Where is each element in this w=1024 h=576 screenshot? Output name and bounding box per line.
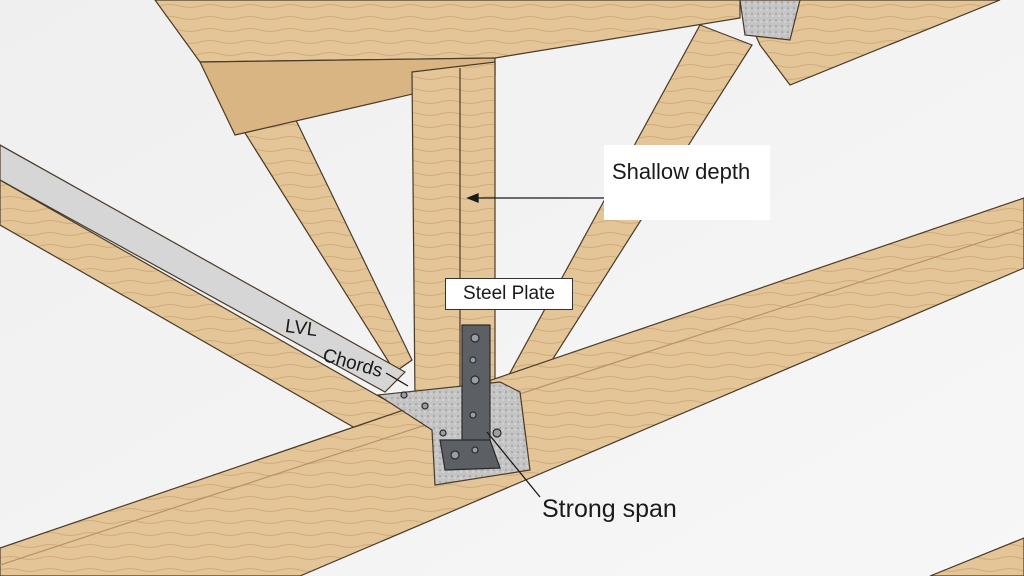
lower-right-chord bbox=[929, 537, 1024, 576]
chords-leader bbox=[385, 372, 409, 387]
arrowhead-icon bbox=[466, 193, 479, 203]
top-chord bbox=[154, 0, 741, 63]
strong-span-leader bbox=[486, 431, 541, 498]
lvl-chord-top bbox=[0, 144, 406, 393]
strong-span-label: Strong span bbox=[542, 495, 677, 523]
steel-plate-bracket bbox=[400, 324, 502, 471]
lvl-label: LVL bbox=[283, 315, 319, 342]
steel-plate-label: Steel Plate bbox=[445, 278, 573, 310]
top-gusset-plate bbox=[739, 0, 801, 41]
bottom-chord bbox=[0, 197, 1024, 576]
shallow-depth-label: Shallow depth bbox=[604, 145, 770, 220]
